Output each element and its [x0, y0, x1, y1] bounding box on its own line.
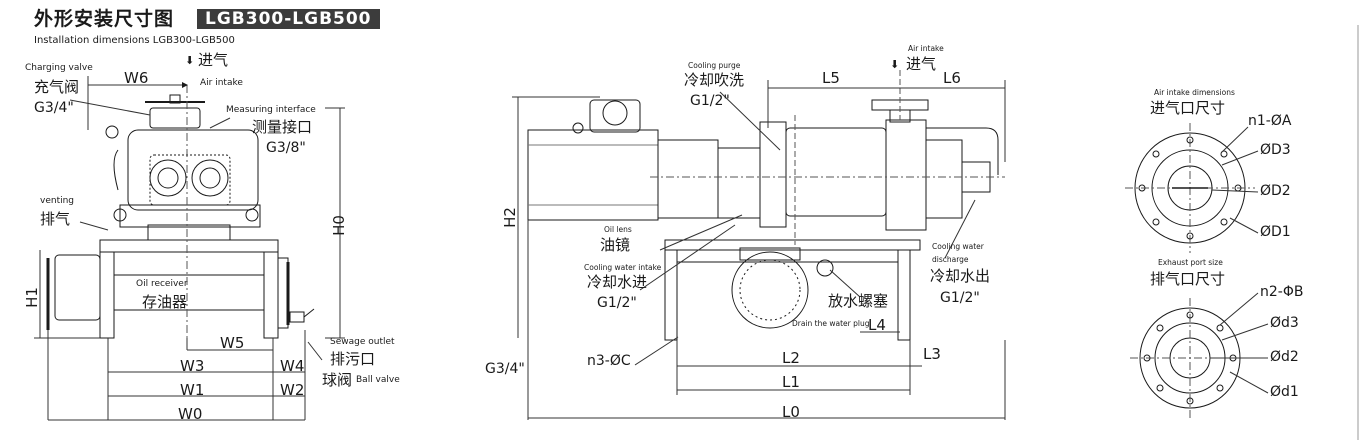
measuring-en: Measuring interface — [226, 105, 316, 115]
sewage-cn: 排污口 — [330, 350, 376, 368]
dim-h0: H0 — [329, 215, 348, 236]
measuring-cn: 测量接口 — [252, 118, 313, 136]
venting-cn: 排气 — [40, 210, 71, 228]
drawing-subtitle: Installation dimensions LGB300-LGB500 — [34, 35, 235, 46]
intake-d1: ØD1 — [1260, 224, 1291, 240]
dim-l2: L2 — [782, 349, 800, 367]
charging-valve-size: G3/4" — [34, 100, 74, 116]
charging-valve-cn: 充气阀 — [34, 78, 80, 96]
dim-w2: W2 — [280, 381, 305, 399]
dim-w0: W0 — [178, 405, 203, 423]
dim-l1: L1 — [782, 373, 800, 391]
exhaust-d1: Ød1 — [1270, 384, 1299, 400]
oil-lens-en: Oil lens — [604, 225, 632, 234]
exhaust-d2: Ød2 — [1270, 349, 1299, 365]
ball-valve-en: Ball valve — [356, 375, 400, 385]
exhaust-n2b: n2-ΦB — [1260, 284, 1304, 300]
dim-h2: H2 — [500, 207, 519, 228]
cooling-purge-en: Cooling purge — [688, 61, 741, 70]
side-air-intake-cn: 进气 — [906, 55, 937, 73]
dim-l6: L6 — [943, 69, 961, 87]
cw-intake-cn: 冷却水进 — [587, 273, 648, 291]
exhaust-d3: Ød3 — [1270, 315, 1299, 331]
exhaust-flange-en: Exhaust port size — [1158, 258, 1223, 267]
exhaust-flange-leaders — [1210, 292, 1269, 394]
cooling-purge-cn: 冷却吹洗 — [684, 71, 745, 89]
left-view-dimensions — [34, 76, 345, 421]
cw-discharge-cn: 冷却水出 — [930, 267, 991, 285]
intake-d3: ØD3 — [1260, 142, 1291, 158]
cw-discharge-en2: discharge — [932, 255, 969, 264]
drain-en: Drain the water plug — [792, 319, 870, 328]
air-intake-cn: 进气 — [198, 51, 229, 69]
charging-valve-en: Charging valve — [25, 63, 93, 73]
side-view-dimensions — [512, 80, 1006, 420]
intake-flange-leaders — [1211, 126, 1259, 234]
left-view-machine — [46, 85, 315, 345]
ball-valve-cn: 球阀 — [322, 371, 353, 389]
oil-receiver-en: Oil receiver — [136, 279, 188, 289]
dim-w3: W3 — [180, 357, 205, 375]
drain-cn: 放水螺塞 — [828, 292, 889, 310]
measuring-size: G3/8" — [266, 140, 306, 156]
intake-n1a: n1-ØA — [1248, 113, 1292, 129]
cw-intake-en: Cooling water intake — [584, 263, 662, 272]
exhaust-flange-cn: 排气口尺寸 — [1150, 270, 1226, 288]
cooling-purge-size: G1/2" — [690, 93, 730, 109]
arrow-down-icon: ⬇ — [890, 58, 900, 71]
side-g34: G3/4" — [485, 361, 525, 377]
drawing-title: 外形安装尺寸图 — [34, 8, 175, 30]
cw-intake-size: G1/2" — [597, 295, 637, 311]
dim-l4: L4 — [868, 316, 886, 334]
cw-discharge-size: G1/2" — [940, 290, 980, 306]
dim-w6: W6 — [124, 69, 149, 87]
sewage-en: Sewage outlet — [330, 337, 395, 347]
dim-w5: W5 — [220, 334, 245, 352]
oil-receiver-cn: 存油器 — [142, 293, 188, 311]
arrow-down-icon: ⬇ — [185, 54, 195, 67]
air-intake-en: Air intake — [200, 78, 243, 88]
intake-flange — [1125, 123, 1255, 253]
oil-lens-cn: 油镜 — [600, 236, 631, 254]
model-badge: LGB300-LGB500 — [197, 9, 380, 29]
dim-w4: W4 — [280, 357, 305, 375]
dim-l5: L5 — [822, 69, 840, 87]
dim-w1: W1 — [180, 381, 205, 399]
intake-flange-cn: 进气口尺寸 — [1150, 99, 1226, 117]
cw-discharge-en1: Cooling water — [932, 242, 984, 251]
hole-n3c: n3-ØC — [587, 353, 631, 369]
intake-d2: ØD2 — [1260, 183, 1291, 199]
side-view-machine — [527, 70, 1005, 341]
venting-en: venting — [40, 196, 75, 206]
intake-flange-en: Air intake dimensions — [1154, 88, 1235, 97]
dim-l0: L0 — [782, 403, 800, 421]
dim-h1: H1 — [22, 287, 41, 308]
dim-l3: L3 — [923, 345, 941, 363]
side-air-intake-en: Air intake — [908, 44, 944, 53]
